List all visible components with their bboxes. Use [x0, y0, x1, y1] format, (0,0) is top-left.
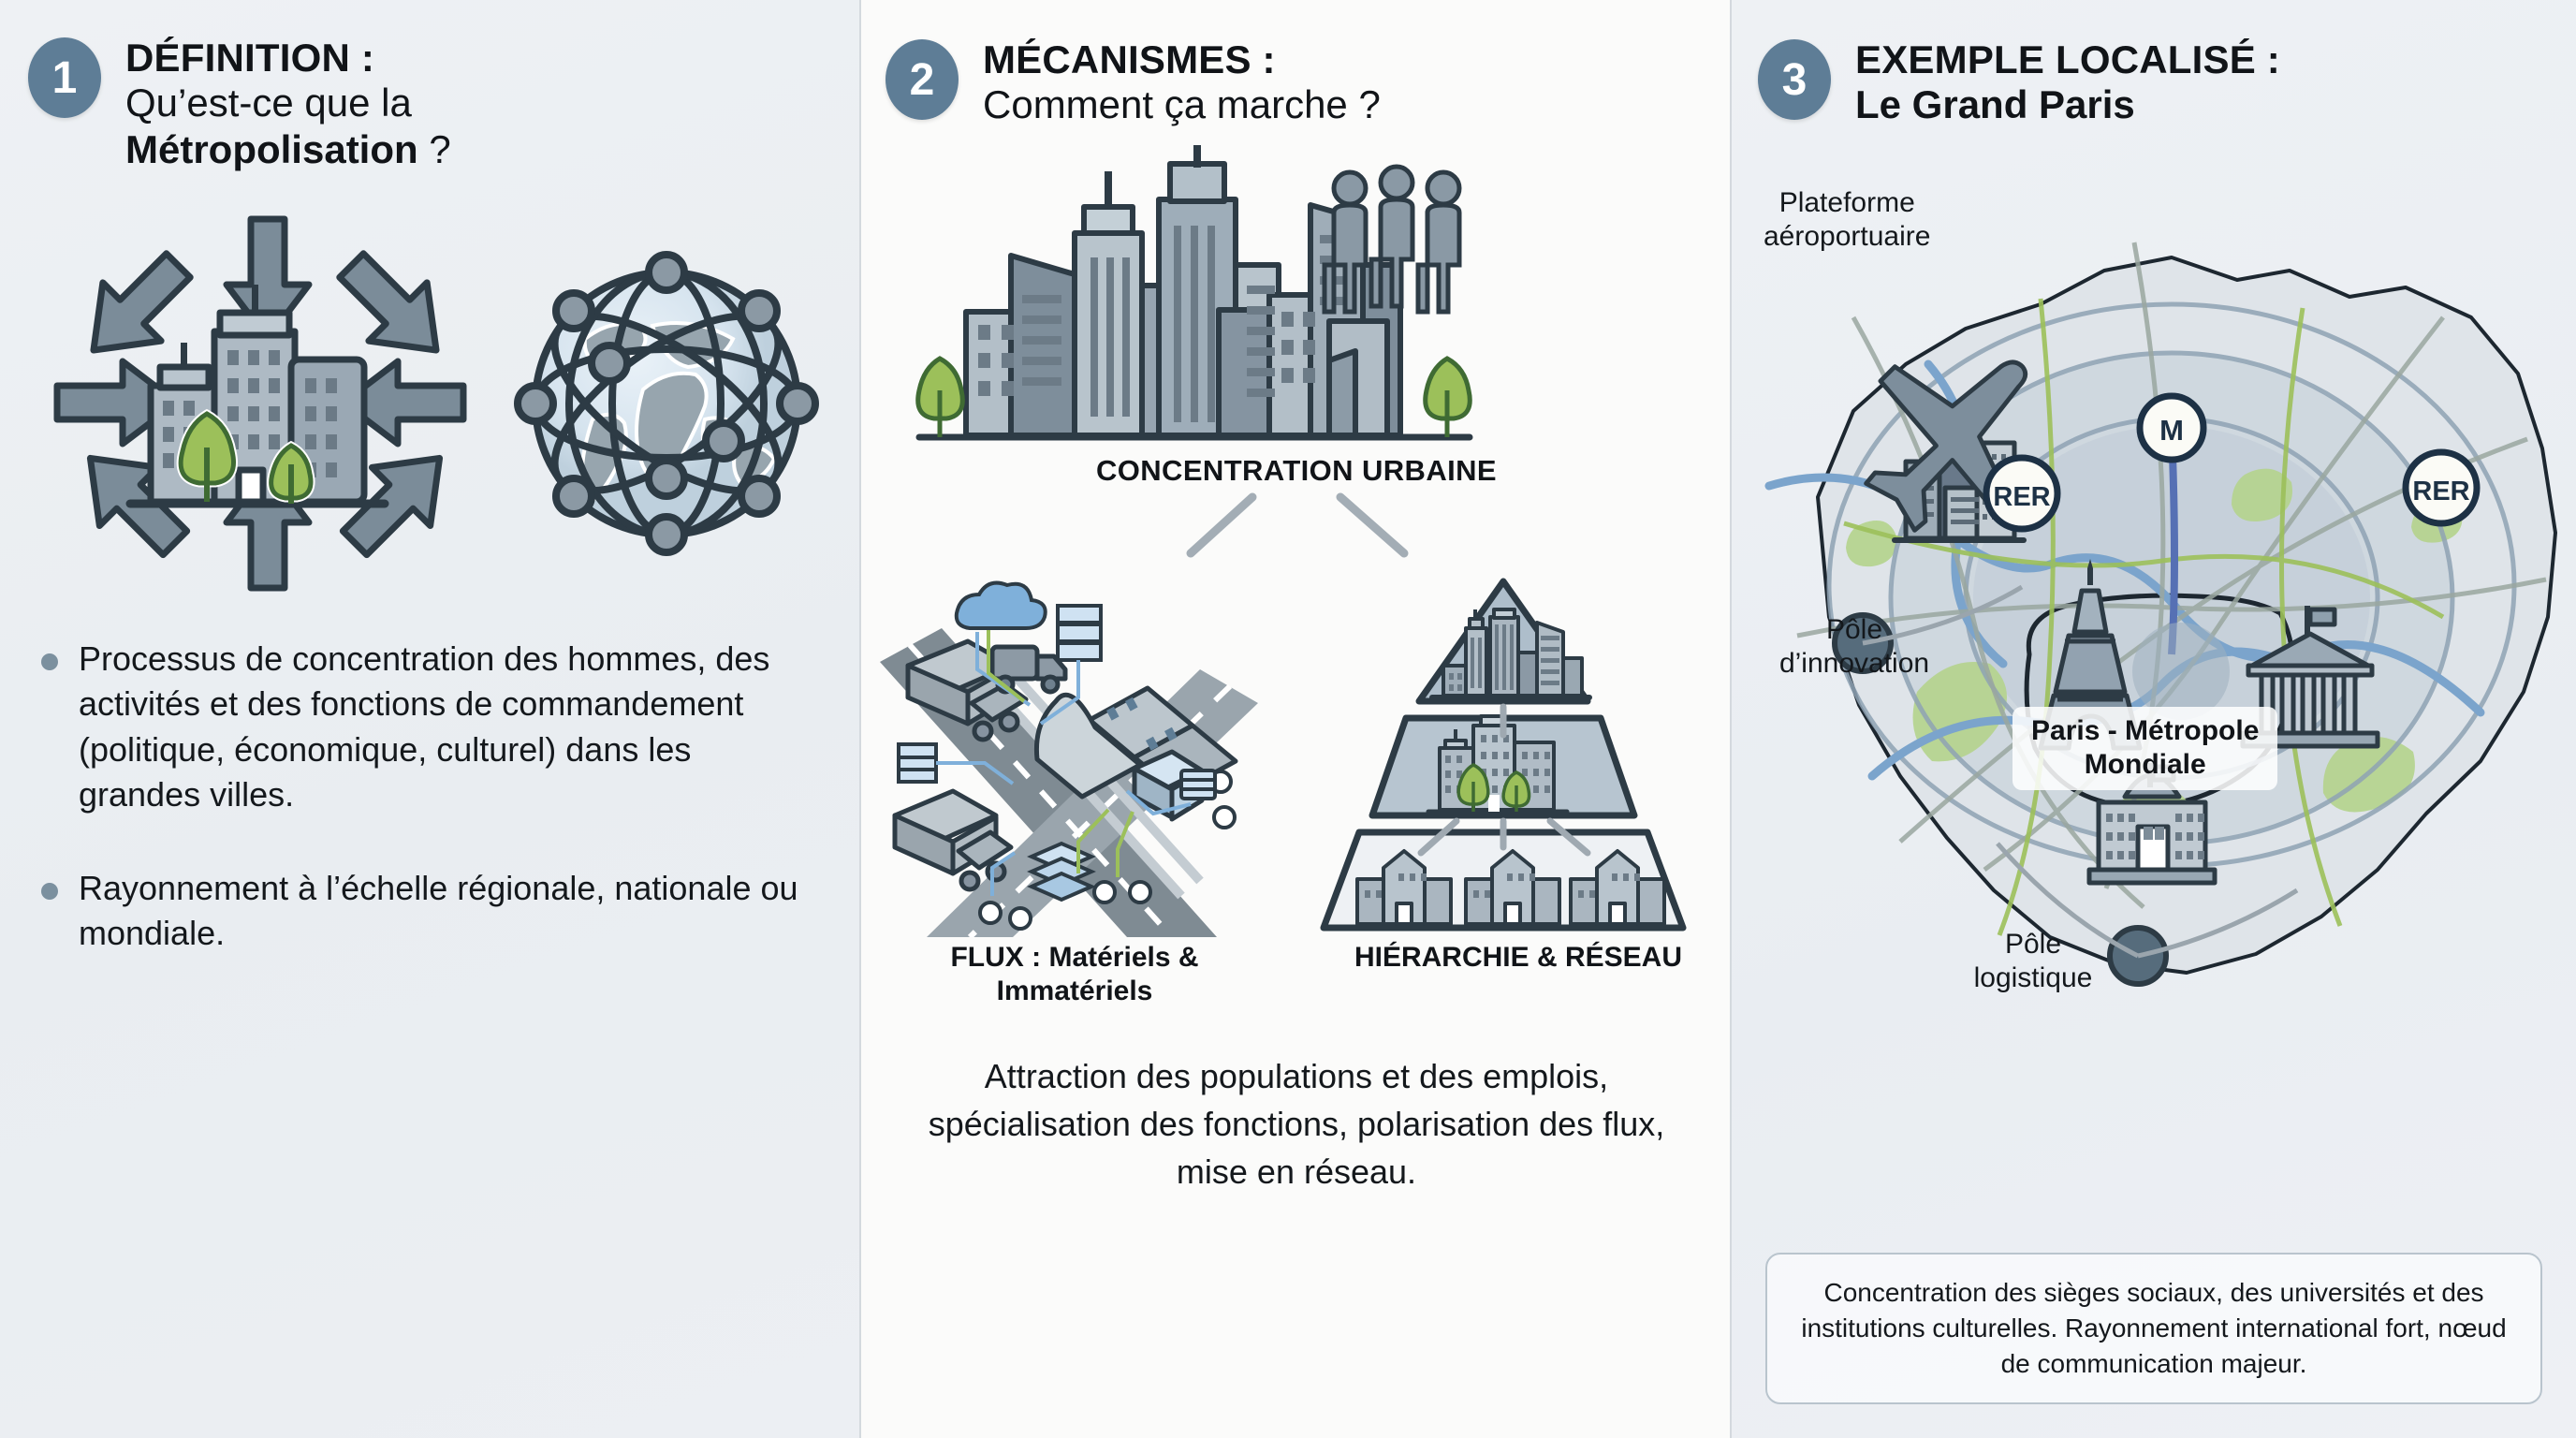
cloud-icon [954, 580, 1047, 630]
bullet-item: Processus de concentration des hommes, d… [41, 637, 818, 817]
rer-right-marker [2402, 448, 2481, 527]
map-label-logistics: Pôle logistique [1973, 928, 2093, 993]
caption-hierarchie: HIÉRARCHIE & RÉSEAU [1354, 941, 1683, 973]
map-label-airport: Plateforme aéroportuaire [1764, 186, 1931, 252]
panel-1-title-line3: Métropolisation ? [125, 126, 451, 173]
panel-1-number-badge: 1 [28, 37, 101, 118]
concentration-arrows-city-icon [53, 215, 467, 592]
hierarchie-block: HIÉRARCHIE & RÉSEAU [1316, 570, 1720, 976]
flux-crossroads-icon [880, 580, 1258, 937]
panel-divider-1 [859, 0, 862, 1438]
rer-left-marker [1983, 454, 2061, 533]
panel-3-title-line1: EXEMPLE LOCALISÉ : [1855, 37, 2280, 81]
panel-definition: 1 DÉFINITION : Qu’est-ce que la Métropol… [0, 0, 861, 1438]
bullet-dot-icon [41, 653, 58, 671]
panel-2-title-group: MÉCANISMES : Comment ça marche ? [983, 37, 1381, 128]
data-grid-icon [897, 741, 938, 784]
server-icon [1056, 603, 1103, 662]
database-icon [1179, 768, 1217, 800]
metro-label: M [2159, 414, 2184, 447]
panel-1-title-group: DÉFINITION : Qu’est-ce que la Métropolis… [125, 36, 451, 172]
panel-2-title-line2: Comment ça marche ? [983, 82, 1381, 127]
panel-1-illustration-row [0, 183, 861, 624]
panel-2-summary-text: Attraction des populations et des emploi… [928, 1056, 1665, 1191]
panel-2-body: CONCENTRATION URBAINE [861, 144, 1732, 1438]
pole-connectors [1862, 584, 2299, 959]
globe-network-icon [514, 251, 819, 557]
panel-3-title-group: EXEMPLE LOCALISÉ : Le Grand Paris [1855, 37, 2280, 128]
panel-1-title-qmark: ? [417, 126, 451, 171]
bullet-text: Rayonnement à l’échelle régionale, natio… [79, 869, 798, 953]
panel-2-title-line1: MÉCANISMES : [983, 37, 1276, 81]
panel-mecanismes: 2 MÉCANISMES : Comment ça marche ? [861, 0, 1732, 1438]
panel-3-title-line2: Le Grand Paris [1855, 82, 2135, 127]
bullet-item: Rayonnement à l’échelle régionale, natio… [41, 866, 818, 956]
city-concentration-block: CONCENTRATION URBAINE [861, 144, 1732, 488]
panel-3-header: 3 EXEMPLE LOCALISÉ : Le Grand Paris [1732, 0, 2576, 128]
caption-concentration-urbaine: CONCENTRATION URBAINE [1095, 453, 1498, 487]
tree-icon [915, 355, 1472, 437]
metro-marker [2136, 392, 2207, 463]
panel-1-title-keyword: Métropolisation [125, 126, 418, 171]
network-link-green [987, 629, 1134, 877]
panel-1-title-line1: DÉFINITION : [125, 36, 375, 80]
panel-2-number-badge: 2 [886, 39, 959, 120]
panel-1-bullet-list: Processus de concentration des hommes, d… [0, 624, 861, 956]
panel-2-header: 2 MÉCANISMES : Comment ça marche ? [861, 0, 1732, 128]
metro-line [2168, 429, 2178, 654]
urban-skyline-icon [915, 144, 1473, 441]
map-label-innovation: Pôle d’innovation [1778, 613, 1930, 679]
rer-green-lines [1843, 298, 2445, 936]
bullet-dot-icon [41, 883, 58, 901]
tree-icon [176, 408, 315, 505]
bullet-text: Processus de concentration des hommes, d… [79, 639, 770, 814]
rer-left-label: RER [1993, 482, 2050, 512]
tree-icon [1456, 762, 1531, 812]
grand-paris-map: RER M RER Plateforme aéroportuaire Pôle … [1732, 130, 2576, 1066]
map-badge-paris-metropole: Paris - Métropole Mondiale [2012, 706, 2278, 790]
panel-3-number-badge: 3 [1758, 39, 1831, 120]
hierarchy-pyramid-icon [1320, 578, 1687, 932]
center-glow [2132, 622, 2230, 720]
station-markers: RER M RER [1983, 392, 2481, 533]
mechanism-lower-row: FLUX : Matériels & Immatériels [861, 570, 1732, 1009]
people-group-icon [1322, 164, 1462, 315]
institution-icon [2240, 605, 2380, 749]
flux-block: FLUX : Matériels & Immatériels [872, 570, 1277, 1009]
data-layers-icon [1027, 841, 1096, 902]
paris-map-svg: RER M RER [1764, 242, 2557, 987]
rer-right-label: RER [2412, 477, 2469, 506]
panel-divider-2 [1730, 0, 1733, 1438]
panel-1-title-line2: Qu’est-ce que la [125, 81, 412, 125]
panel-3-note-box: Concentration des sièges sociaux, des un… [1765, 1252, 2542, 1404]
connector-lines [1186, 492, 1409, 558]
houses-row [1355, 848, 1666, 926]
panel-1-header: 1 DÉFINITION : Qu’est-ce que la Métropol… [0, 0, 861, 172]
caption-flux: FLUX : Matériels & Immatériels [950, 941, 1199, 1007]
panel-exemple-localise: 3 EXEMPLE LOCALISÉ : Le Grand Paris [1732, 0, 2576, 1438]
